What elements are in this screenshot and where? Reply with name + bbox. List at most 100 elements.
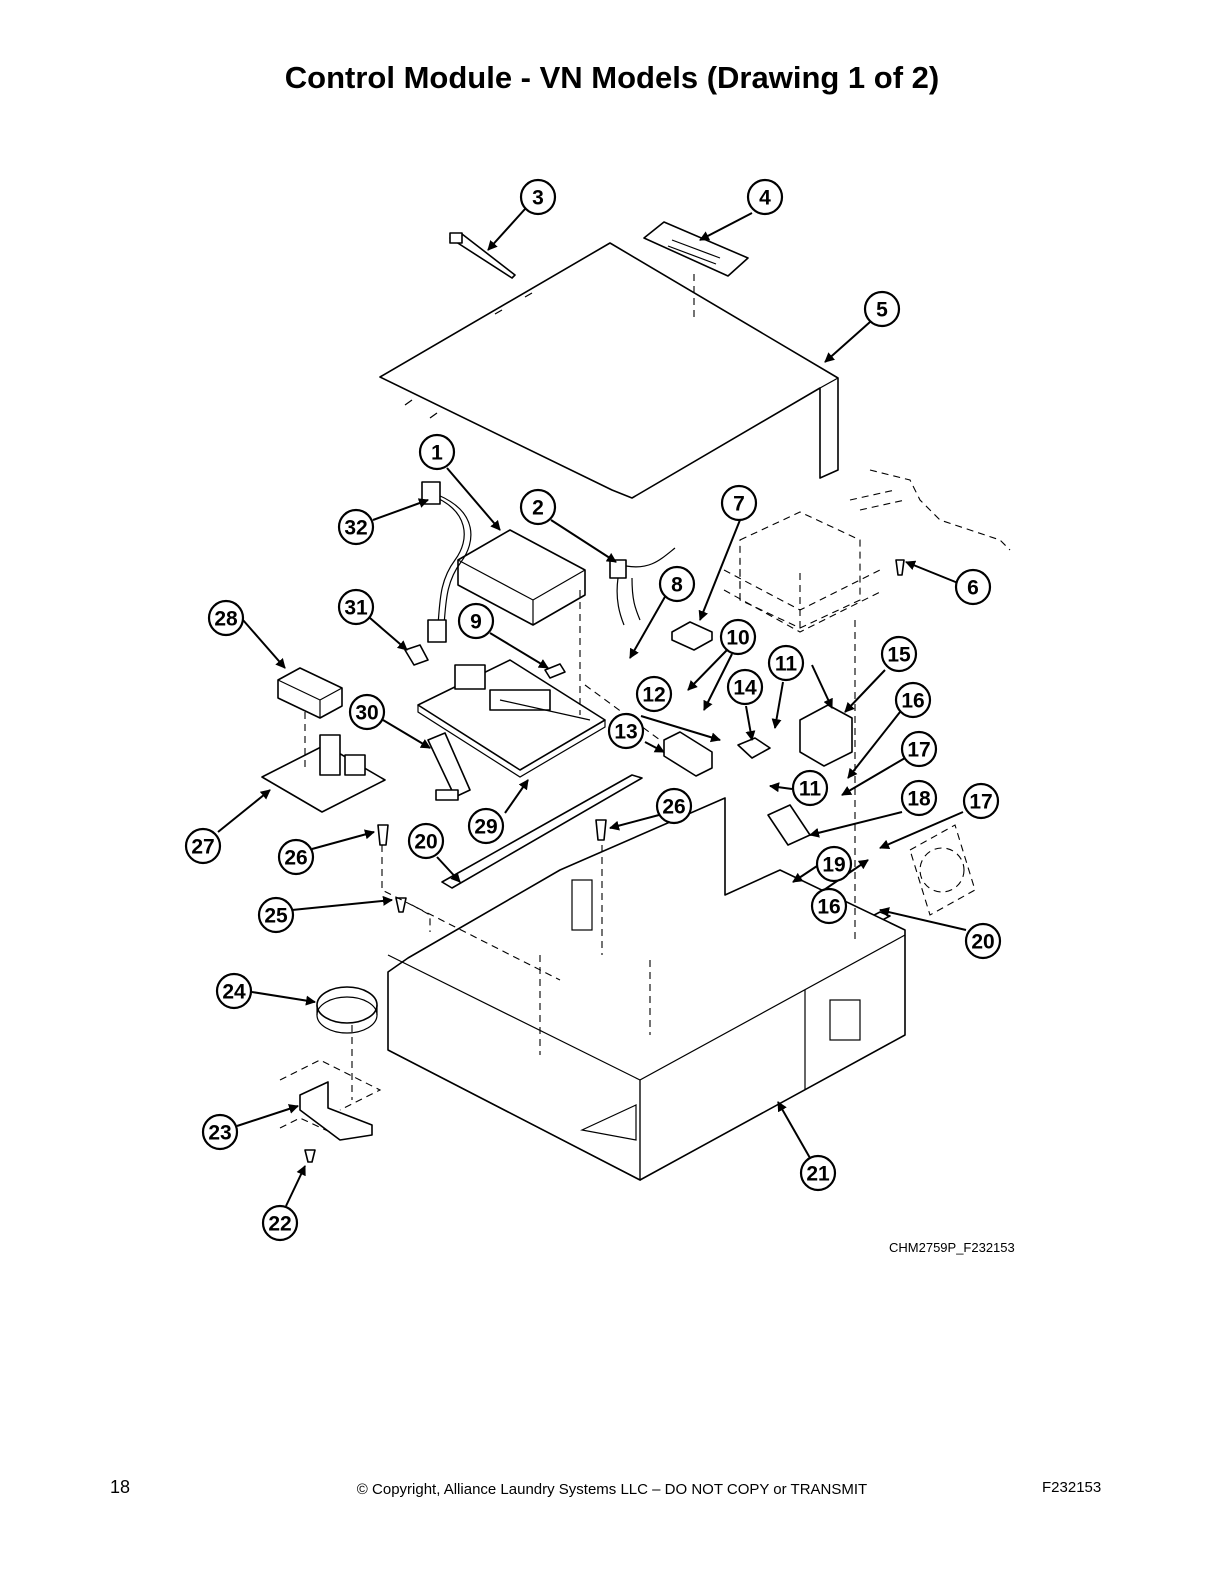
relay-7-part: [671, 621, 713, 651]
standoff-26b-part: [595, 819, 607, 841]
callout-label: 7: [733, 493, 745, 516]
callout-label: 14: [733, 677, 757, 700]
callout-23: 23: [201, 1113, 239, 1151]
callout-circle: [720, 484, 758, 522]
callout-label: 26: [284, 847, 307, 870]
callout-label: 20: [971, 931, 994, 954]
callout-9: 9: [457, 602, 495, 640]
callout-6: 6: [954, 568, 992, 606]
callout-30: 30: [348, 693, 386, 731]
callout-7: 7: [720, 484, 758, 522]
pressure-switch-24-part: [316, 986, 378, 1034]
fuse-part: [544, 663, 566, 679]
callout-label: 24: [222, 981, 246, 1004]
callout-circle: [519, 488, 557, 526]
callout-circle: [418, 433, 456, 471]
control-board-part: [417, 659, 606, 778]
callout-label: 2: [532, 497, 544, 520]
callout-5: 5: [863, 290, 901, 328]
wire-harness-32-part: [421, 481, 472, 643]
callout-circle: [655, 787, 693, 825]
callout-label: 28: [214, 608, 238, 631]
screw-22-part: [304, 1149, 316, 1163]
callout-4: 4: [746, 178, 784, 216]
callout-3: 3: [519, 178, 557, 216]
callout-26: 26: [277, 838, 315, 876]
callout-circle: [607, 712, 645, 750]
callout-21: 21: [799, 1154, 837, 1192]
callout-20: 20: [964, 922, 1002, 960]
callout-16: 16: [894, 681, 932, 719]
callout-circle: [348, 693, 386, 731]
warning-label-part: [643, 221, 749, 277]
callout-label: 27: [191, 836, 214, 859]
rail-20a-part: [441, 774, 643, 889]
contactor-15-part: [799, 704, 853, 767]
callout-label: 19: [822, 854, 845, 877]
callout-20: 20: [407, 822, 445, 860]
battery-part: [277, 667, 343, 719]
pcb-27-part: [261, 734, 386, 813]
callout-circle: [964, 922, 1002, 960]
relay-module-outline: [723, 469, 1011, 633]
callout-28: 28: [207, 599, 245, 637]
callout-label: 11: [799, 778, 822, 801]
callout-circle: [261, 1204, 299, 1242]
callout-label: 13: [614, 721, 637, 744]
callout-31: 31: [337, 588, 375, 626]
callout-12: 12: [635, 675, 673, 713]
callout-circle: [207, 599, 245, 637]
callout-circle: [184, 827, 222, 865]
callout-circle: [810, 887, 848, 925]
callout-circle: [791, 769, 829, 807]
callout-22: 22: [261, 1204, 299, 1242]
callout-circle: [799, 1154, 837, 1192]
callout-circle: [746, 178, 784, 216]
callout-label: 22: [268, 1213, 291, 1236]
callout-circle: [215, 972, 253, 1010]
sensor-14-part: [737, 737, 771, 759]
page-title: Control Module - VN Models (Drawing 1 of…: [284, 60, 940, 95]
callout-13: 13: [607, 712, 645, 750]
callout-32: 32: [337, 508, 375, 546]
wire-2-part: [609, 547, 676, 626]
callout-label: 5: [876, 299, 888, 322]
callout-label: 16: [817, 896, 840, 919]
callout-label: 25: [264, 905, 288, 928]
assembly-dashed-lines: [279, 590, 856, 1133]
callout-11: 11: [791, 769, 829, 807]
callout-circle: [407, 822, 445, 860]
callout-label: 11: [775, 653, 798, 676]
callout-label: 17: [969, 791, 992, 814]
callout-circle: [257, 896, 295, 934]
board-cover-part: [457, 529, 586, 626]
callout-label: 1: [431, 442, 443, 465]
callout-circle: [900, 730, 938, 768]
callout-11: 11: [767, 644, 805, 682]
callout-circle: [815, 845, 853, 883]
callout-circle: [635, 675, 673, 713]
callout-circle: [962, 782, 1000, 820]
callout-label: 6: [967, 577, 979, 600]
callout-label: 4: [759, 187, 771, 210]
cable-tie-part: [449, 232, 516, 279]
callout-circle: [457, 602, 495, 640]
callout-circle: [337, 588, 375, 626]
callout-circle: [658, 565, 696, 603]
document-code: F232153: [1042, 1479, 1102, 1496]
callout-17: 17: [962, 782, 1000, 820]
callout-17: 17: [900, 730, 938, 768]
callout-circle: [767, 644, 805, 682]
screw-6-part: [895, 559, 905, 576]
callout-label: 8: [671, 574, 683, 597]
callout-25: 25: [257, 896, 295, 934]
callout-circle: [201, 1113, 239, 1151]
ribbon-cable-part: [427, 732, 471, 801]
callout-label: 18: [907, 788, 931, 811]
callout-label: 20: [414, 831, 437, 854]
callout-10: 10: [719, 618, 757, 656]
callout-1: 1: [418, 433, 456, 471]
callout-label: 29: [474, 816, 497, 839]
callout-14: 14: [726, 668, 764, 706]
callout-label: 26: [662, 796, 685, 819]
